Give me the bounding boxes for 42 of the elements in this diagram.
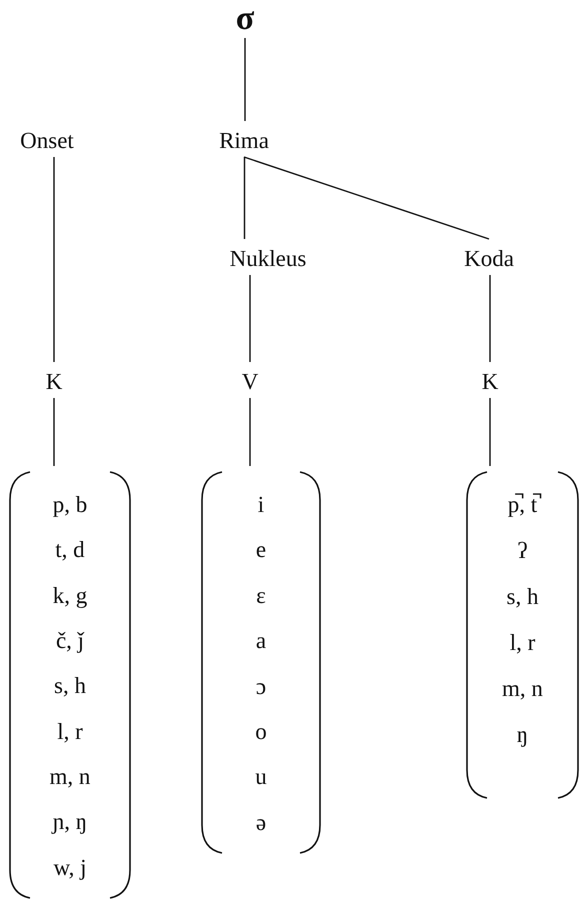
phoneme-text: o <box>255 718 267 746</box>
tree-line <box>53 398 55 466</box>
node-label: K <box>46 370 62 392</box>
phoneme-text: ŋ <box>516 722 528 749</box>
phoneme-text: ɛ <box>256 582 266 610</box>
phoneme-text: č, ǰ <box>56 628 84 655</box>
tree-line <box>249 398 251 466</box>
phoneme-text: ə <box>256 810 266 837</box>
node-label: V <box>242 370 258 392</box>
node-label: Onset <box>20 128 74 152</box>
phoneme-text: l, r <box>57 718 83 746</box>
phoneme-text: l, r <box>510 630 536 657</box>
phoneme-text: a <box>256 628 266 656</box>
node-label: K <box>482 370 498 392</box>
phoneme-text: m, n <box>502 676 543 703</box>
phoneme-text: p, b <box>52 492 88 519</box>
bracket-list <box>8 470 132 900</box>
phoneme-text: k, g <box>52 582 88 610</box>
phoneme-text: ʔ <box>517 538 528 565</box>
phoneme-text: m, n <box>50 764 90 791</box>
phoneme-text: u <box>255 764 267 792</box>
phoneme-text: i <box>258 492 264 519</box>
bracket-list <box>465 470 580 800</box>
tree-line <box>244 38 246 121</box>
phoneme-text: e <box>256 537 266 564</box>
tree-line <box>249 275 251 362</box>
tree-line <box>244 157 246 239</box>
node-label: Nukleus <box>230 246 306 270</box>
phoneme-text: s, h <box>506 584 538 611</box>
phoneme-text: s, h <box>54 673 86 700</box>
syllable-symbol: σ <box>236 2 254 36</box>
tree-line <box>244 156 490 240</box>
phoneme-text: w, j <box>53 854 86 882</box>
tree-line <box>489 275 491 362</box>
phoneme-text: t, d <box>55 537 85 564</box>
bracket-list <box>200 470 322 855</box>
tree-line <box>53 157 55 362</box>
tree-line <box>489 398 491 466</box>
phoneme-text: ɔ <box>256 674 266 700</box>
node-label: Rima <box>219 128 269 152</box>
phoneme-text: ɲ, ŋ <box>52 809 88 836</box>
node-label: Koda <box>464 246 514 270</box>
